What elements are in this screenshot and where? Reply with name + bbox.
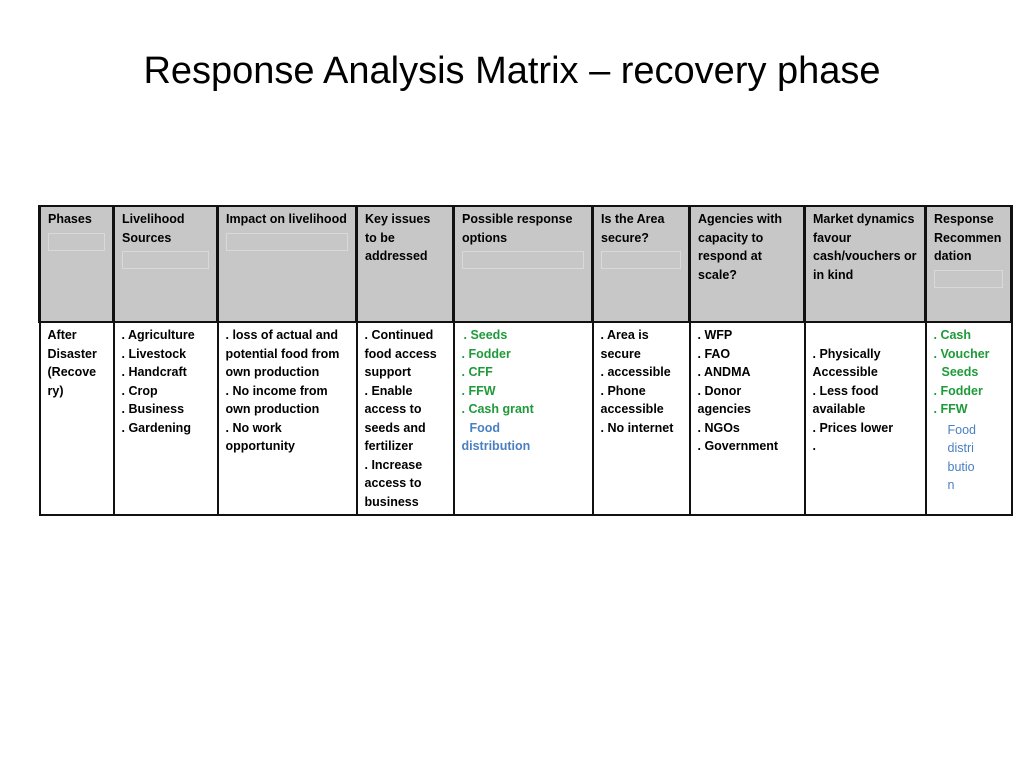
- list-item: . Handcraft: [121, 365, 187, 379]
- cell-phase: After Disaster (Recove ry): [38, 321, 115, 516]
- list-item: . Fodder: [461, 346, 511, 361]
- list-item: . Prices lower: [812, 420, 894, 435]
- list-item: . Livestock: [121, 346, 187, 361]
- list-item: .: [812, 439, 816, 453]
- header-cell-key-issues: Key issues to be addressed: [355, 205, 455, 323]
- list-item: . Physically Accessible: [812, 346, 881, 380]
- list-item: . Less food available: [812, 383, 879, 417]
- list-item: Disaster: [47, 346, 97, 361]
- list-item: . No work opportunity: [225, 420, 295, 454]
- list-item: . Crop: [121, 383, 158, 398]
- list-item: . Phone accessible: [600, 383, 664, 417]
- list-item: . Continued food access support: [364, 328, 437, 379]
- list-item: . Enable access to seeds and fertilizer: [364, 383, 426, 454]
- cell-livelihood: . Agriculture . Livestock . Handcraft . …: [112, 321, 219, 516]
- cell-key-issues: . Continued food access support . Enable…: [355, 321, 455, 516]
- list-item: . CFF: [461, 365, 493, 379]
- list-item: distribution: [461, 439, 531, 453]
- list-item: . Cash grant: [461, 402, 534, 416]
- cell-market: . Physically Accessible . Less food avai…: [803, 321, 927, 516]
- list-item: . Agriculture: [121, 328, 195, 342]
- cell-impact: . loss of actual and potential food from…: [216, 321, 358, 516]
- header-cell-impact: Impact on livelihood: [216, 205, 358, 323]
- cell-secure: . Area is secure . accessible . Phone ac…: [591, 321, 691, 516]
- list-item: . Fodder: [933, 383, 983, 398]
- table-row: After Disaster (Recove ry) . Agriculture…: [38, 321, 1013, 516]
- list-item: . Area is secure: [600, 328, 649, 361]
- list-item: . No internet: [600, 420, 674, 435]
- header-cell-response-options: Possible response options: [452, 205, 594, 323]
- list-item: . FFW: [933, 402, 968, 416]
- list-item: . No income from own production: [225, 383, 328, 417]
- response-analysis-matrix: Phases Livelihood Sources Impact on live…: [38, 205, 1013, 516]
- list-item: ry): [47, 383, 64, 398]
- cell-response-options: . Seeds . Fodder . CFF . FFW . Cash gran…: [452, 321, 594, 516]
- list-item: . Government: [697, 439, 779, 453]
- header-cell-livelihood: Livelihood Sources: [112, 205, 219, 323]
- header-row: Phases Livelihood Sources Impact on live…: [38, 205, 1013, 323]
- list-item: . loss of actual and potential food from…: [225, 328, 340, 379]
- list-item: After: [47, 328, 77, 342]
- list-item: (Recove: [47, 365, 97, 379]
- header-cell-recommendation: Response Recommendation: [924, 205, 1013, 323]
- list-item: . Increase access to business: [364, 457, 423, 509]
- list-item: . FFW: [461, 383, 496, 398]
- list-item: . Seeds: [463, 328, 508, 342]
- list-item: . Business: [121, 402, 185, 416]
- list-item: . Cash: [933, 328, 972, 342]
- list-item: . Voucher: [933, 346, 990, 361]
- header-cell-phases: Phases: [38, 205, 115, 323]
- food-distribution-note: Food distri butio n: [947, 422, 977, 493]
- list-item: Seeds: [941, 365, 979, 379]
- list-item: . accessible: [600, 365, 671, 379]
- header-cell-market: Market dynamics favour cash/vouchers or …: [803, 205, 927, 323]
- list-item: . Gardening: [121, 420, 191, 435]
- cell-recommendation: . Cash . Voucher Seeds . Fodder . FFW Fo…: [924, 321, 1013, 516]
- list-item: . ANDMA: [697, 365, 751, 379]
- list-item: Food: [469, 420, 501, 435]
- cell-agencies: . WFP . FAO . ANDMA . Donor agencies . N…: [688, 321, 806, 516]
- list-item: . Donor agencies: [697, 383, 752, 417]
- list-item: . NGOs: [697, 420, 740, 435]
- slide-title: Response Analysis Matrix – recovery phas…: [143, 50, 881, 92]
- header-cell-secure: Is the Area secure?: [591, 205, 691, 323]
- header-cell-agencies: Agencies with capacity to respond at sca…: [688, 205, 806, 323]
- list-item: . FAO: [697, 346, 731, 361]
- list-item: . WFP: [697, 328, 733, 342]
